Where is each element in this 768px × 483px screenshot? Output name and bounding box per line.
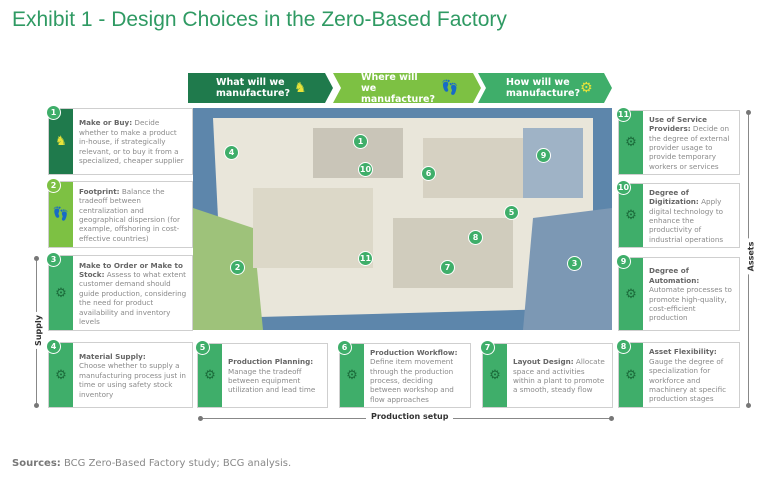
item-body: Gauge the degree of specialization for w…	[649, 356, 727, 404]
item-heading: Asset Flexibility:	[649, 347, 717, 357]
factory-pin: 1	[353, 134, 368, 149]
supply-axis-label: Supply	[33, 312, 43, 349]
factory-pin: 6	[421, 166, 436, 181]
item-number: 4	[46, 339, 61, 354]
item-number: 2	[46, 178, 61, 193]
factory-pin: 11	[358, 251, 373, 266]
factory-illustration: 1 2 3 4 5 6 7 8 9 10 11	[193, 108, 612, 330]
gears-icon: ⚙	[49, 256, 73, 330]
item-number: 11	[616, 107, 631, 122]
item-body: Assess to what extent customer demand sh…	[79, 269, 187, 327]
item-number: 6	[337, 340, 352, 355]
chess-knight-icon: ♞	[294, 79, 307, 96]
production-axis-label: Production setup	[366, 412, 454, 421]
factory-pin: 3	[567, 256, 582, 271]
item-number: 3	[46, 252, 61, 267]
arrow-how: How will we manufacture?⚙	[478, 73, 612, 103]
chess-knight-icon: ♞	[49, 109, 73, 174]
axis-dot	[746, 403, 751, 408]
item-heading: Degree of Automation:	[649, 266, 700, 285]
axis-dot	[34, 256, 39, 261]
assets-axis-label: Assets	[746, 238, 756, 275]
item-body: Balance the tradeoff between centralizat…	[79, 186, 180, 243]
source-note: Sources: BCG Zero-Based Factory study; B…	[12, 458, 291, 469]
item-heading: Degree of Digitization:	[649, 187, 699, 207]
source-text: BCG Zero-Based Factory study; BCG analys…	[63, 458, 292, 469]
item-heading: Material Supply:	[79, 351, 146, 361]
item-heading: Make to Order or Make to Stock:	[79, 260, 183, 279]
item-heading: Layout Design:	[513, 357, 574, 367]
item-body: Decide on the degree of external provide…	[649, 124, 730, 171]
gears-icon: ⚙	[619, 258, 643, 330]
item-body: Apply digital technology to enhance the …	[649, 197, 724, 244]
item-number: 8	[616, 339, 631, 354]
item-heading: Production Workflow:	[370, 347, 458, 357]
factory-pin: 7	[440, 260, 455, 275]
arrow-label: What will we manufacture?	[216, 77, 290, 99]
item-heading: Production Planning:	[228, 357, 314, 367]
factory-pin: 2	[230, 260, 245, 275]
gears-icon: ⚙	[580, 79, 593, 96]
item-body: Decide whether to make a product in-hous…	[79, 118, 184, 166]
item-heading: Use of Service Providers:	[649, 114, 707, 134]
item-body: Automate processes to promote high-quali…	[649, 285, 732, 323]
factory-pin: 10	[358, 162, 373, 177]
factory-pin: 9	[536, 148, 551, 163]
item-number: 10	[616, 180, 631, 195]
item-body: Choose whether to supply a manufacturing…	[79, 361, 186, 399]
gears-icon: ⚙	[49, 343, 73, 407]
source-label: Sources:	[12, 458, 61, 469]
item-heading: Footprint:	[79, 186, 120, 196]
page-title: Exhibit 1 - Design Choices in the Zero-B…	[12, 8, 507, 31]
factory-pin: 4	[224, 145, 239, 160]
arrow-where: Where will we manufacture? 👣	[333, 73, 481, 103]
axis-dot	[609, 416, 614, 421]
item-heading: Make or Buy:	[79, 118, 133, 128]
item-body: Allocate space and activities within a p…	[513, 357, 605, 395]
item-number: 5	[195, 340, 210, 355]
item-body: Manage the tradeoff between equipment ut…	[228, 366, 316, 395]
arrow-label: Where will we manufacture?	[361, 71, 435, 105]
item-number: 1	[46, 105, 61, 120]
axis-dot	[198, 416, 203, 421]
axis-dot	[746, 110, 751, 115]
footprint-icon: 👣	[441, 79, 459, 96]
arrow-label: How will we manufacture?	[506, 77, 580, 99]
factory-drawing	[193, 108, 612, 330]
axis-dot	[34, 403, 39, 408]
factory-pin: 8	[468, 230, 483, 245]
arrow-what: What will we manufacture?♞	[188, 73, 333, 103]
item-number: 9	[616, 254, 631, 269]
factory-pin: 5	[504, 205, 519, 220]
item-body: Define item movement through the product…	[370, 357, 454, 404]
item-number: 7	[480, 340, 495, 355]
